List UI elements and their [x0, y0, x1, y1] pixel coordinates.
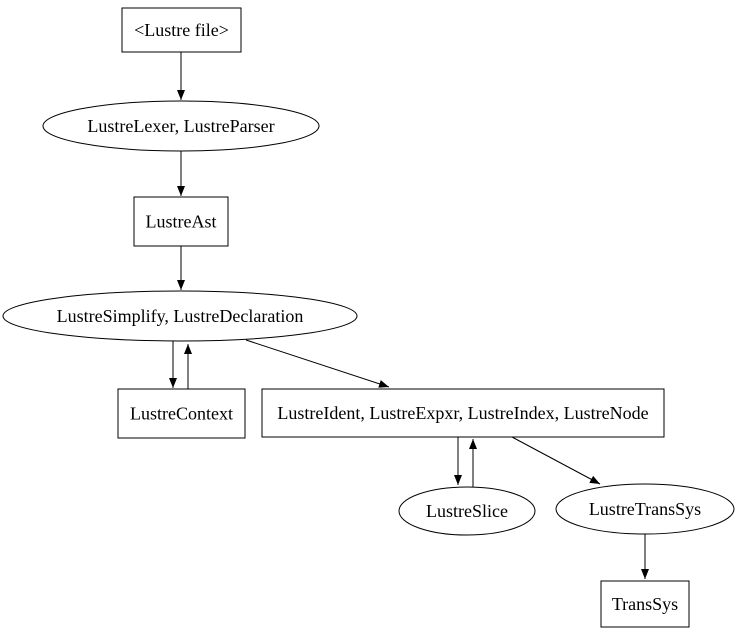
- node-box-shape: [261, 388, 665, 438]
- node-lustre-lexer-parser: LustreLexer, LustreParser: [42, 100, 320, 152]
- node-label: TransSys: [612, 594, 678, 614]
- edge-line: [511, 436, 601, 485]
- node-label: LustreAst: [146, 212, 217, 232]
- node-lustre-slice: LustreSlice: [398, 486, 536, 536]
- node-lustre-file: <Lustre file>: [121, 7, 242, 53]
- node-label: LustreContext: [130, 404, 233, 424]
- node-ellipse-shape: [398, 486, 536, 536]
- edge-lustre-ident-expxr-index-node-to-lustre-trans-sys: [511, 436, 601, 485]
- node-box-shape: [600, 580, 690, 628]
- node-ellipse-shape: [42, 100, 320, 152]
- node-box-shape: [121, 7, 242, 53]
- node-label: LustreSimplify, LustreDeclaration: [57, 306, 304, 326]
- node-lustre-ident-expxr-index-node: LustreIdent, LustreExpxr, LustreIndex, L…: [261, 388, 665, 438]
- nodes-layer: <Lustre file> LustreLexer, LustreParserLu…: [2, 7, 735, 628]
- node-lustre-simplify-declaration: LustreSimplify, LustreDeclaration: [2, 290, 358, 342]
- node-ellipse-shape: [2, 290, 358, 342]
- node-box-shape: [117, 388, 246, 439]
- node-trans-sys: TransSys: [600, 580, 690, 628]
- node-lustre-ast: LustreAst: [133, 196, 229, 247]
- node-label: LustreIdent, LustreExpxr, LustreIndex, L…: [277, 403, 648, 423]
- node-ellipse-shape: [555, 483, 735, 535]
- edge-lustre-simplify-declaration-to-lustre-ident-expxr-index-node: [245, 339, 390, 388]
- node-box-shape: [133, 196, 229, 247]
- node-label: <Lustre file>: [134, 20, 229, 40]
- node-label: LustreSlice: [426, 501, 508, 521]
- edges-layer: [169, 52, 649, 579]
- node-label: LustreLexer, LustreParser: [87, 116, 274, 136]
- node-label: LustreTransSys: [589, 499, 701, 519]
- edge-line: [245, 339, 390, 388]
- node-lustre-trans-sys: LustreTransSys: [555, 483, 735, 535]
- node-lustre-context: LustreContext: [117, 388, 246, 439]
